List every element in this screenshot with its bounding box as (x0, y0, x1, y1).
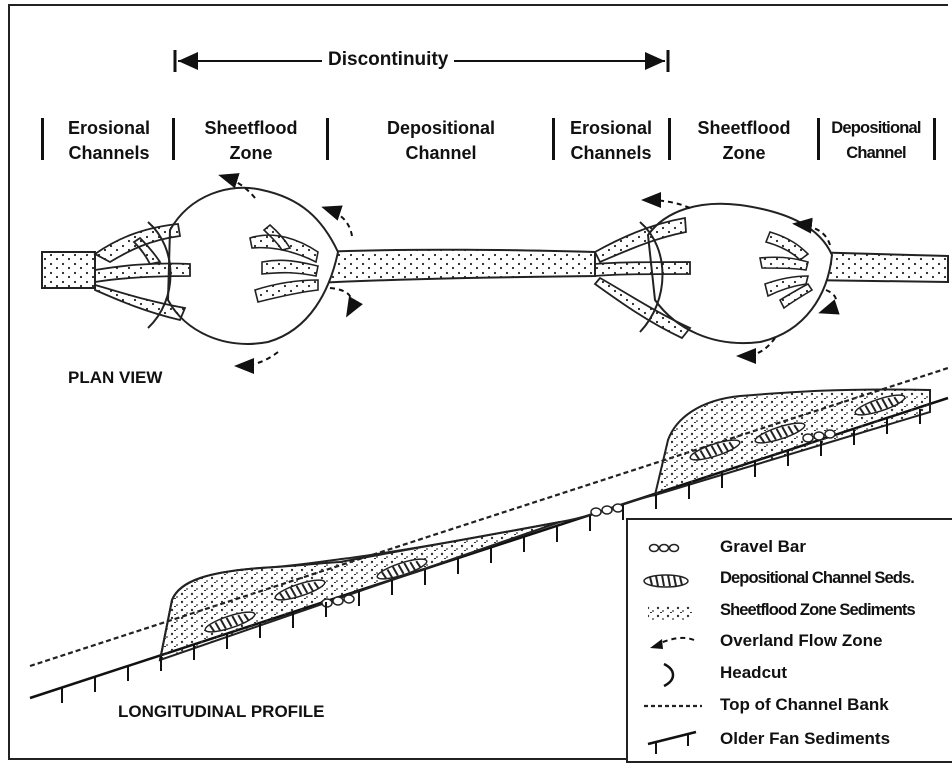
legend-label: Headcut (720, 663, 787, 683)
plan-view-label: PLAN VIEW (68, 368, 162, 388)
zone-separator (172, 118, 175, 160)
legend-item-gravel-bar: Gravel Bar (628, 534, 952, 562)
legend-label: Depositional Channel Seds. (720, 569, 914, 588)
gravel-bar-icon (636, 534, 706, 562)
legend-label: Older Fan Sediments (720, 729, 890, 749)
legend: Gravel Bar Depositional Channel Seds. Sh… (626, 518, 952, 763)
headcut-icon (636, 660, 706, 688)
zone-separator (817, 118, 820, 160)
zone-separator (552, 118, 555, 160)
legend-item-channel-bank: Top of Channel Bank (628, 692, 952, 720)
legend-label: Top of Channel Bank (720, 695, 889, 715)
legend-item-sheetflood-seds: Sheetflood Zone Sediments (628, 598, 952, 626)
zone-separator (41, 118, 44, 160)
legend-label: Sheetflood Zone Sediments (720, 601, 915, 620)
legend-item-headcut: Headcut (628, 660, 952, 688)
older-fan-icon (636, 726, 706, 754)
channel-bank-icon (636, 692, 706, 720)
zone-separator (326, 118, 329, 160)
zone-separator (933, 118, 936, 160)
overland-flow-icon (636, 628, 706, 656)
discontinuity-label: Discontinuity (322, 48, 454, 72)
zone-separator (668, 118, 671, 160)
legend-label: Gravel Bar (720, 537, 806, 557)
legend-item-older-fan: Older Fan Sediments (628, 726, 952, 754)
profile-label: LONGITUDINAL PROFILE (118, 702, 325, 722)
legend-item-overland-flow: Overland Flow Zone (628, 628, 952, 656)
legend-item-depositional-seds: Depositional Channel Seds. (628, 566, 952, 594)
legend-label: Overland Flow Zone (720, 631, 882, 651)
depositional-seds-icon (636, 566, 706, 594)
plan-view (42, 176, 948, 366)
sheetflood-seds-icon (636, 598, 706, 626)
